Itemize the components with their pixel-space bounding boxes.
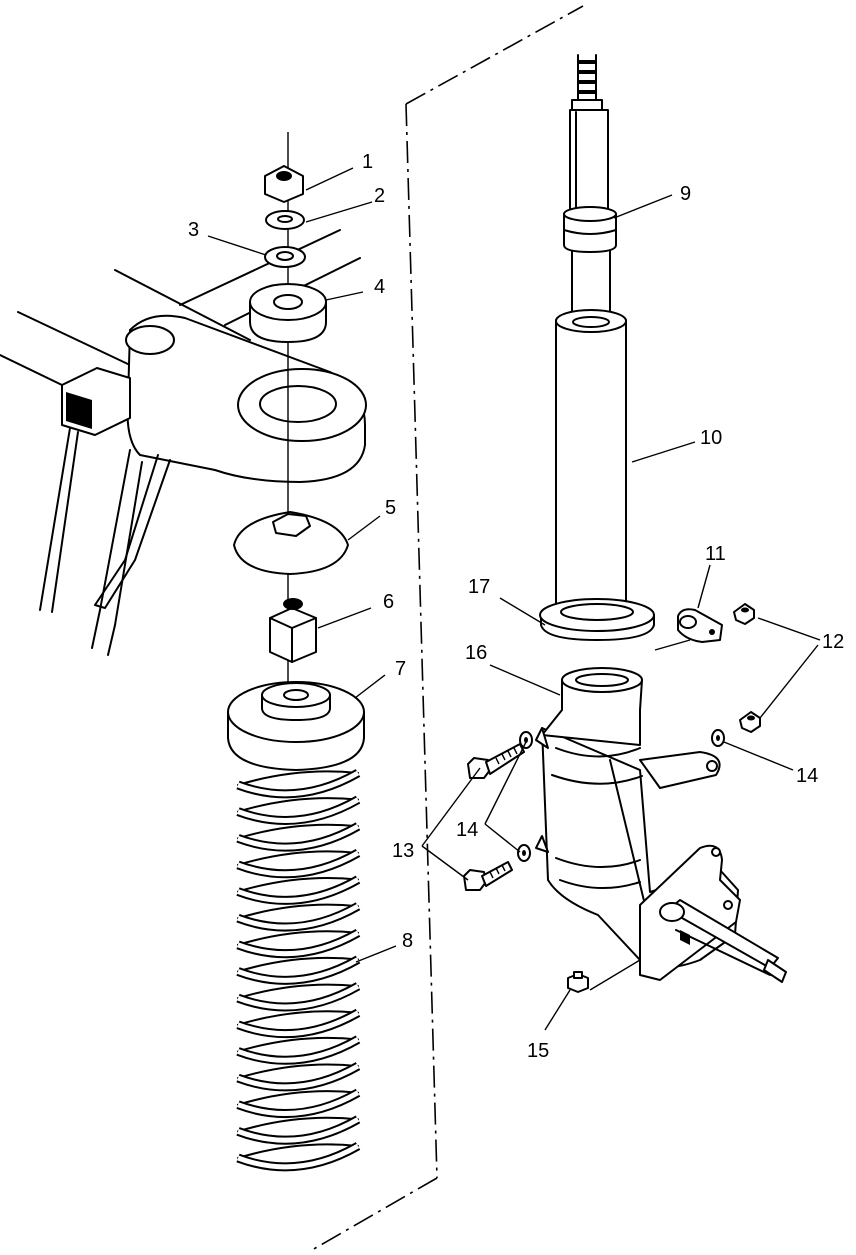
part-12-nut-upper <box>733 603 755 625</box>
part-8-coil-spring <box>236 769 361 1172</box>
spring-coil-back <box>237 797 359 813</box>
part-9-collar <box>563 206 617 253</box>
callout-10: 10 <box>700 427 722 449</box>
part-7-spring-seat <box>227 681 365 771</box>
part-14-washer-right <box>711 729 725 747</box>
part-16-strut-housing <box>535 667 787 983</box>
callout-11: 11 <box>705 543 726 565</box>
part-12-nut-lower <box>739 711 761 733</box>
callout-17: 17 <box>468 576 490 598</box>
spring-coil-front <box>237 1117 360 1143</box>
callout-13: 13 <box>392 840 414 862</box>
part-5-cup <box>233 511 349 575</box>
spring-coil-back <box>237 930 359 946</box>
part-3-washer <box>264 246 306 268</box>
spring-coil-front <box>237 1090 360 1117</box>
separation-frame <box>311 5 584 1251</box>
spring-coil-back <box>237 823 359 840</box>
part-14-washer-lower <box>517 844 531 862</box>
callout-14-right: 14 <box>796 765 818 787</box>
callout-14-left: 14 <box>456 819 478 841</box>
part-10-shock-absorber <box>555 54 627 626</box>
spring-coil-front <box>237 797 360 823</box>
part-4-bushing <box>249 283 327 343</box>
callout-12: 12 <box>822 631 844 653</box>
callout-4: 4 <box>374 276 385 298</box>
spring-coil-front <box>237 850 360 877</box>
part-15-grease-fitting <box>567 971 589 993</box>
spring-coil-front <box>237 1010 360 1037</box>
spring-coil-back <box>237 983 359 1000</box>
spring-coil-back <box>237 1143 359 1159</box>
chassis-frame <box>0 229 367 656</box>
spring-coil-front <box>237 824 360 850</box>
leader-lines <box>207 167 821 1031</box>
callout-3: 3 <box>188 219 199 241</box>
spring-coil-back <box>237 1063 359 1080</box>
part-14-washer-upper <box>519 731 533 749</box>
spring-coil-front <box>237 1037 360 1063</box>
callout-7: 7 <box>395 658 406 680</box>
spring-coil-back <box>237 1090 359 1106</box>
callout-5: 5 <box>385 497 396 519</box>
spring-coil-front <box>237 930 360 957</box>
spring-coil-back <box>237 1010 359 1026</box>
part-17-seat-ring <box>539 598 655 641</box>
callout-1: 1 <box>362 151 373 173</box>
spring-coil-front <box>237 904 360 930</box>
callout-8: 8 <box>402 930 413 952</box>
spring-coil-back <box>237 850 359 866</box>
part-11-clamp <box>677 608 723 643</box>
spring-coil-front <box>237 983 360 1010</box>
spring-coil-front <box>237 770 360 797</box>
spring-coil-back <box>237 903 359 920</box>
callout-9: 9 <box>680 183 691 205</box>
callout-6: 6 <box>383 591 394 613</box>
spring-coil-back <box>237 956 359 973</box>
part-13-bolt-upper <box>467 743 525 779</box>
callout-labels: 1 2 3 4 5 6 7 8 9 10 11 12 13 14 14 15 1… <box>188 151 844 1062</box>
part-13-bolt-lower <box>463 861 513 891</box>
spring-coil-front <box>237 1063 360 1090</box>
spring-coil-front <box>237 957 360 983</box>
callout-16: 16 <box>465 642 487 664</box>
spring-coil-back <box>237 1116 359 1133</box>
part-6-hex-spacer <box>269 598 317 663</box>
spring-coil-front <box>237 877 360 903</box>
spring-coil-front <box>237 1143 360 1170</box>
callout-15: 15 <box>527 1040 549 1062</box>
part-2-washer <box>265 210 305 230</box>
spring-coil-back <box>237 877 359 893</box>
spring-coil-back <box>237 1036 359 1053</box>
part-1-nut <box>264 165 304 203</box>
spring-coil-back <box>237 770 359 786</box>
callout-2: 2 <box>374 185 385 207</box>
